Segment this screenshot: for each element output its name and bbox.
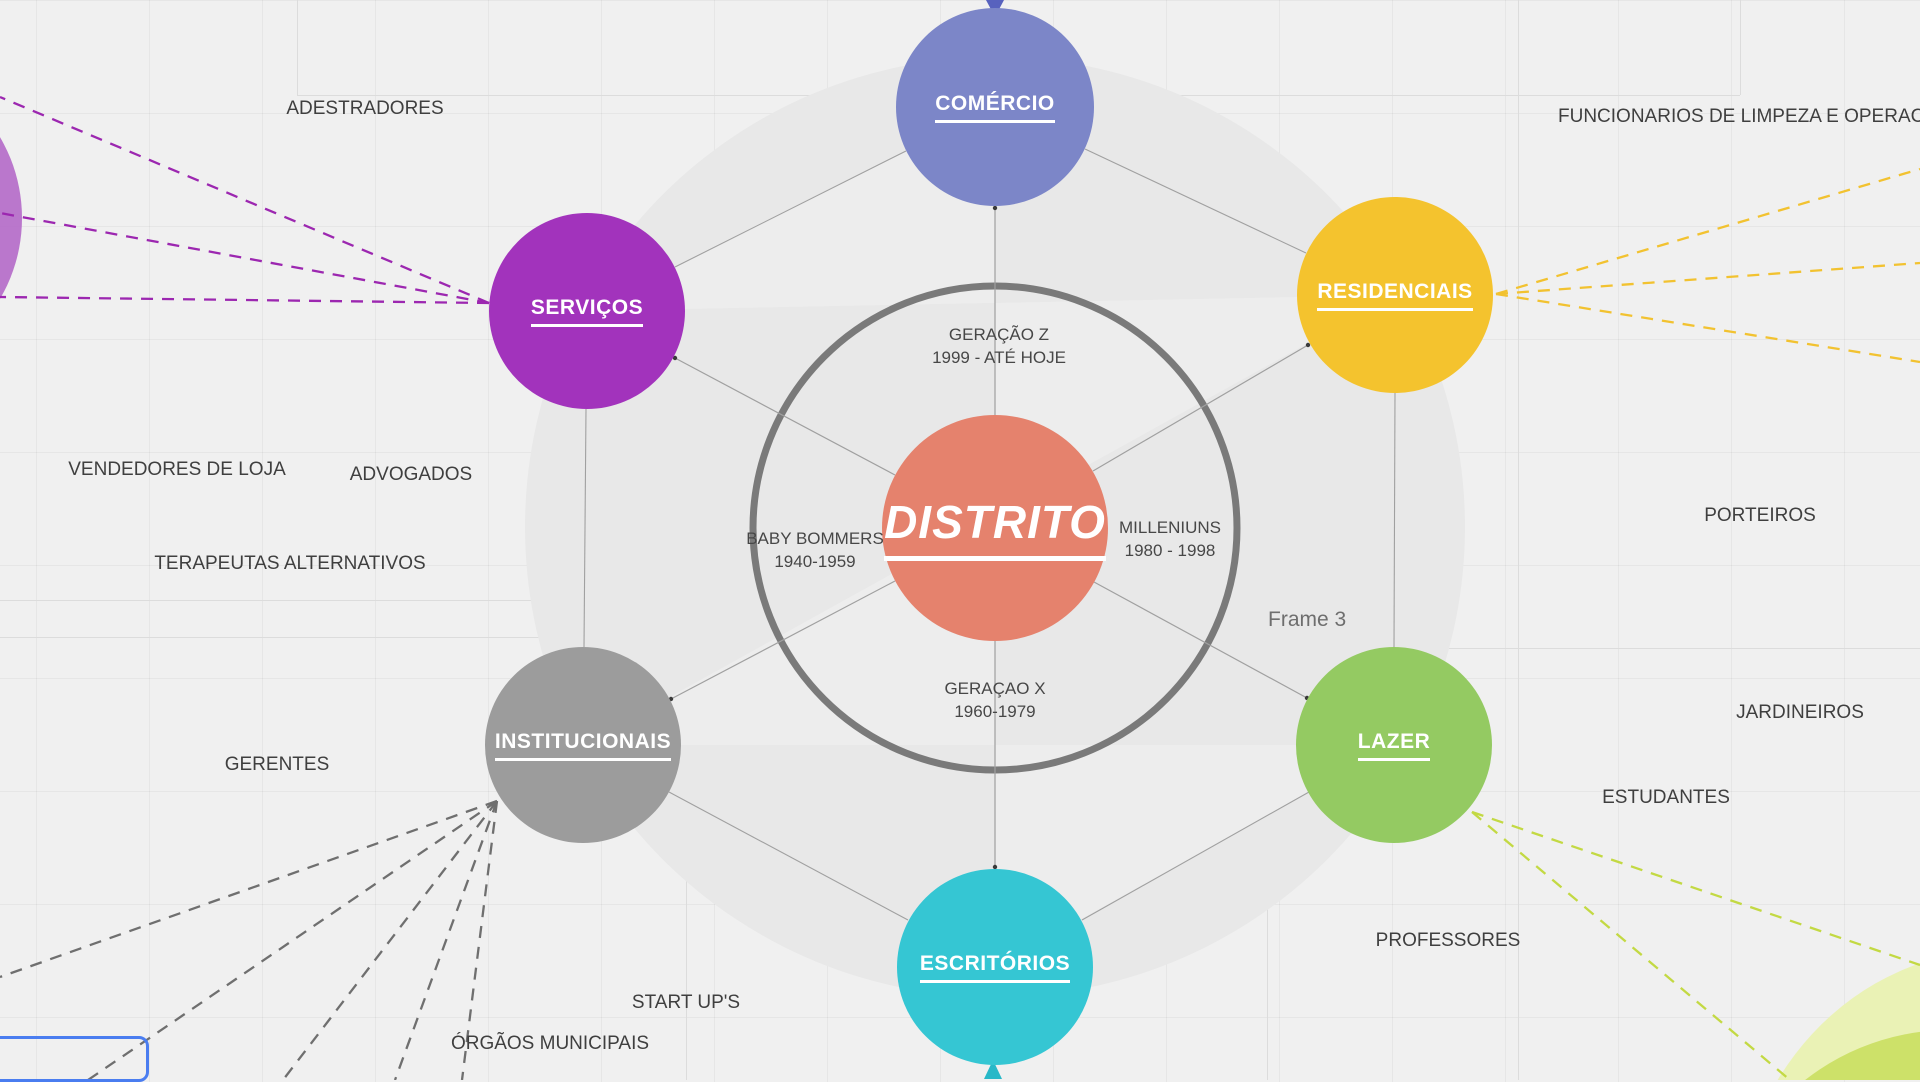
purple-fan-line [0, 211, 490, 305]
generation-name: GERAÇÃO Z [948, 325, 1050, 345]
purple-blob [0, 137, 22, 299]
gray-fan-line [282, 800, 498, 1080]
frame-border-left-h2 [0, 637, 686, 638]
purple-fan-line [0, 295, 490, 305]
lime-fan-line [1471, 810, 1920, 967]
green-blob-inner [1805, 1031, 1920, 1080]
spoke-line [670, 580, 896, 700]
spoke-line [1092, 344, 1309, 472]
yellow-fan-line [1495, 292, 1920, 364]
generation-label-gen-x[interactable]: GERAÇAO X 1960-1979 [944, 678, 1045, 724]
lime-fan-line [1471, 811, 1791, 1080]
node-label-escritorios: ESCRITÓRIOS [919, 952, 1071, 983]
gray-fan-line [460, 800, 499, 1080]
adjacency-line [1081, 791, 1310, 921]
selection-frame-rect[interactable] [0, 1036, 149, 1082]
spoke-arrow-dot [992, 205, 998, 211]
node-label-comercio: COMÉRCIO [935, 92, 1055, 123]
spoke-arrow-dot [672, 355, 678, 361]
generation-years: 1940-1959 [774, 552, 856, 571]
node-lazer[interactable]: LAZER [1296, 647, 1492, 843]
node-label-institucionais: INSTITUCIONAIS [494, 730, 672, 761]
adjacency-line [668, 791, 909, 921]
node-escritorios[interactable]: ESCRITÓRIOS [897, 869, 1093, 1065]
adjacency-line [583, 408, 587, 648]
generation-years: 1960-1979 [954, 702, 1036, 721]
gray-fan-line [0, 799, 498, 979]
label-porteiros[interactable]: PORTEIROS [1704, 505, 1816, 526]
frame-border-left-h1 [0, 600, 686, 601]
frame-border-right-v [1518, 0, 1519, 1080]
label-orgaos[interactable]: ÓRGÃOS MUNICIPAIS [450, 1033, 650, 1054]
generation-name: MILLENIUNS [1118, 518, 1222, 538]
generation-label-milleniuns[interactable]: MILLENIUNS 1980 - 1998 [1119, 517, 1221, 563]
label-gerentes[interactable]: GERENTES [224, 754, 330, 775]
label-adestradores[interactable]: ADESTRADORES [286, 98, 444, 119]
purple-fan-line [0, 95, 490, 305]
node-label-servicos: SERVIÇOS [530, 296, 644, 327]
label-professores[interactable]: PROFESSORES [1375, 930, 1521, 951]
node-label-lazer: LAZER [1357, 730, 1431, 761]
node-label-distrito: DISTRITO [884, 495, 1106, 561]
generation-years: 1980 - 1998 [1124, 541, 1216, 560]
label-terapeutas[interactable]: TERAPEUTAS ALTERNATIVOS [154, 553, 426, 574]
label-advogados[interactable]: ADVOGADOS [349, 464, 473, 485]
adjacency-line [674, 150, 907, 268]
generation-name: GERAÇAO X [944, 679, 1046, 699]
connector-arrow-bottom [984, 1060, 1002, 1079]
frame-border-top-v2 [1740, 0, 1741, 95]
spoke-arrow-dot [992, 864, 998, 870]
adjacency-line [1084, 148, 1307, 254]
label-vendedores[interactable]: VENDEDORES DE LOJA [68, 459, 286, 480]
generation-years: 1999 - ATÉ HOJE [932, 348, 1066, 367]
gray-fan-line [87, 800, 498, 1080]
label-jardineiros[interactable]: JARDINEIROS [1736, 702, 1864, 723]
yellow-fan-line [1495, 167, 1920, 296]
label-funcionarios[interactable]: FUNCIONARIOS DE LIMPEZA E OPERACIONAIS [1558, 106, 1920, 127]
generation-name: BABY BOMMERS [746, 529, 884, 549]
frame-border-top-v1 [297, 0, 298, 95]
label-estudantes[interactable]: ESTUDANTES [1602, 787, 1730, 808]
spoke-line [1093, 581, 1308, 699]
yellow-fan-line [1495, 261, 1920, 296]
label-startups[interactable]: START UP'S [631, 992, 741, 1013]
spoke-line [674, 357, 896, 476]
node-institucionais[interactable]: INSTITUCIONAIS [485, 647, 681, 843]
node-residenciais[interactable]: RESIDENCIAIS [1297, 197, 1493, 393]
generation-label-gen-z[interactable]: GERAÇÃO Z 1999 - ATÉ HOJE [932, 324, 1066, 370]
node-label-residenciais: RESIDENCIAIS [1317, 280, 1473, 311]
frame3-border-h [1267, 648, 1920, 649]
node-comercio[interactable]: COMÉRCIO [896, 8, 1094, 206]
node-distrito[interactable]: DISTRITO [882, 415, 1108, 641]
generation-label-baby-bommers[interactable]: BABY BOMMERS 1940-1959 [746, 528, 884, 574]
node-servicos[interactable]: SERVIÇOS [489, 213, 685, 409]
adjacency-line [1393, 392, 1396, 648]
frame3-title[interactable]: Frame 3 [1268, 608, 1347, 631]
gray-fan-line [393, 800, 499, 1080]
